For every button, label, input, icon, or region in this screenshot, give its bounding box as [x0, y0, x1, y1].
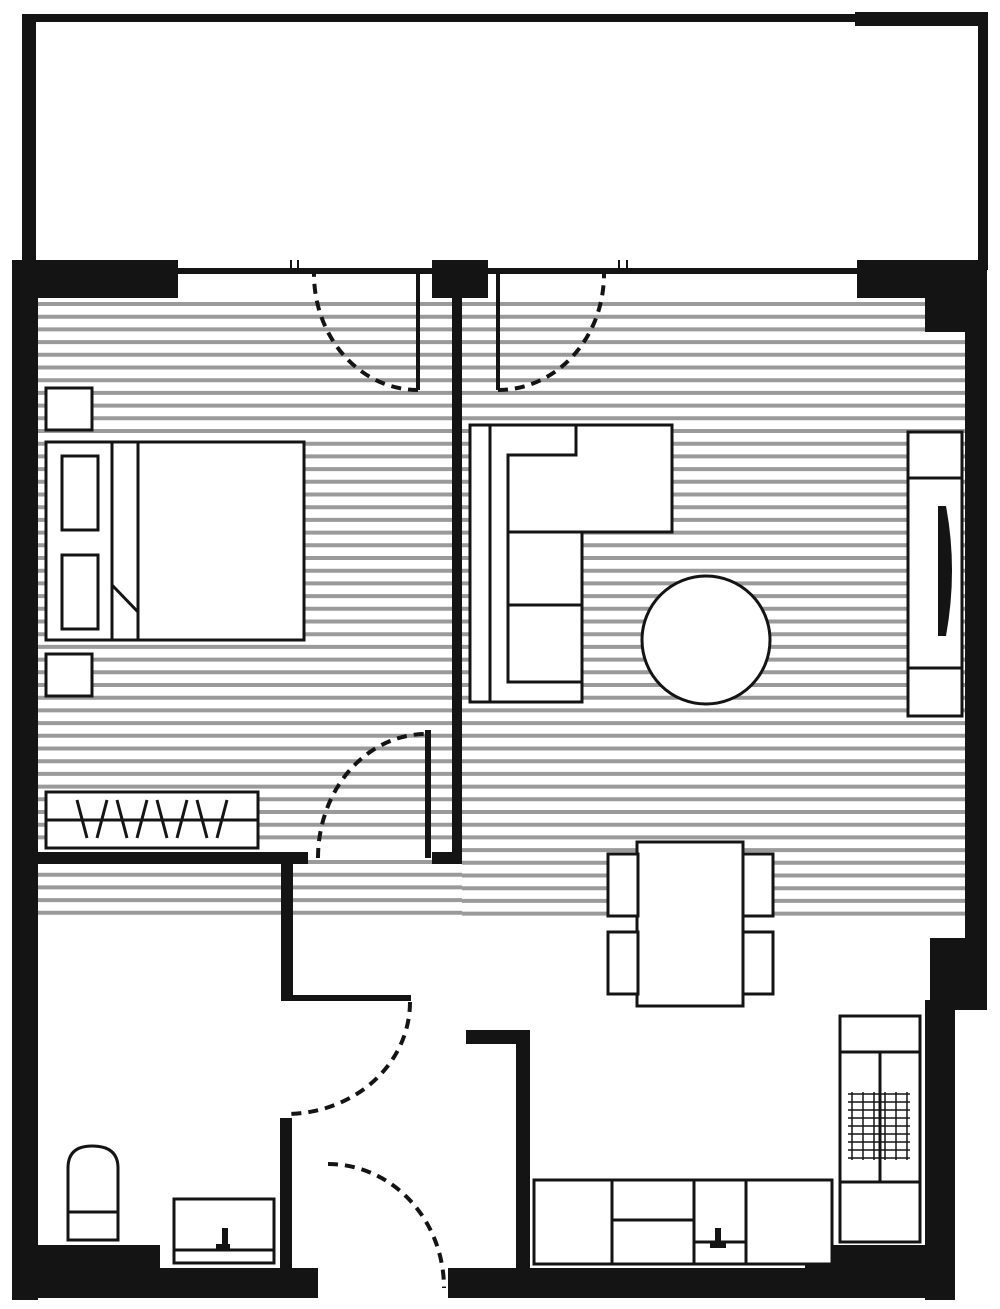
hanger: [75, 799, 89, 839]
balcony: [22, 12, 988, 270]
balcony-window-bedroom: [178, 260, 432, 274]
bathroom-sink: [172, 1197, 276, 1265]
hanger: [115, 799, 129, 839]
kitchen-fixtures: [532, 1014, 922, 1266]
bedroom-furniture: [44, 386, 306, 850]
tall-cabinet-with-grill: [838, 1014, 922, 1244]
nightstand-top: [44, 386, 94, 432]
double-bed: [44, 440, 306, 642]
kitchen-counter: [532, 1178, 834, 1266]
tv-cabinet: [906, 430, 964, 718]
oven-grill-grid: [848, 1092, 910, 1160]
hanger: [195, 799, 209, 839]
entrance-door[interactable]: [327, 1162, 446, 1289]
bedroom-door[interactable]: [316, 732, 427, 859]
hallway-floor-hatch: [38, 860, 462, 915]
hanger: [95, 799, 109, 839]
dining-table: [635, 840, 745, 1008]
dining-set: [606, 840, 775, 1008]
toilet: [66, 1144, 120, 1242]
pillow-bottom: [60, 553, 100, 631]
wardrobe: [44, 790, 260, 850]
bathroom-fixtures: [66, 1144, 276, 1265]
round-coffee-table: [640, 574, 772, 706]
chair-bottom-left: [606, 930, 640, 996]
exterior-walls: [12, 260, 987, 1300]
living-furniture: [468, 423, 964, 1008]
chair-top-left: [606, 852, 640, 918]
living-balcony-door[interactable]: [496, 273, 606, 392]
pillow-top: [60, 454, 100, 532]
hanger: [215, 799, 229, 839]
hanger: [175, 799, 189, 839]
chair-top-right: [741, 852, 775, 918]
hanger: [135, 799, 149, 839]
hanger: [155, 799, 169, 839]
nightstand-bottom: [44, 652, 94, 698]
corner-sofa: [468, 423, 674, 704]
interior-walls: [38, 290, 530, 1298]
balcony-window-living: [488, 260, 857, 274]
hall-door[interactable]: [285, 1001, 412, 1116]
bedroom-balcony-door[interactable]: [312, 273, 420, 392]
chair-bottom-right: [741, 930, 775, 996]
